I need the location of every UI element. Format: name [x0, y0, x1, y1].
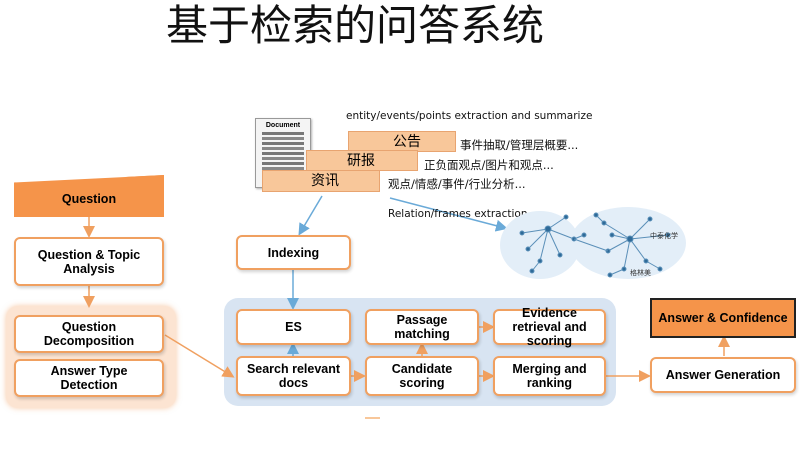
- answer-generation-box: Answer Generation: [650, 357, 796, 393]
- candidate-scoring-box: Candidate scoring: [365, 356, 479, 396]
- relation-extraction-note: Relation/frames extraction: [388, 208, 528, 220]
- answer-type-detection-box: Answer Type Detection: [14, 359, 164, 397]
- indexing-box: Indexing: [236, 235, 351, 270]
- yanbao-desc: 正负面观点/图片和观点...: [424, 158, 554, 172]
- answer-confidence-box: Answer & Confidence: [650, 298, 796, 338]
- merging-ranking-box: Merging and ranking: [493, 356, 606, 396]
- zixun-desc: 观点/情感/事件/行业分析...: [388, 177, 526, 191]
- entity-extraction-note: entity/events/points extraction and summ…: [346, 110, 593, 122]
- passage-matching-box: Passage matching: [365, 309, 479, 345]
- gonggao-desc: 事件抽取/管理层概要...: [460, 138, 579, 152]
- evidence-retrieval-box: Evidence retrieval and scoring: [493, 306, 606, 348]
- knowledge-graph-image: 中泰化学 格林美: [500, 207, 686, 279]
- doc-tag-yanbao: 研报: [306, 150, 418, 171]
- doc-tag-zixun: 资讯: [262, 170, 380, 192]
- question-decomposition-box: Question Decomposition: [14, 315, 164, 353]
- graph-label-1: 格林美: [630, 268, 651, 277]
- document-icon-label: Document: [265, 122, 301, 129]
- doc-tag-gonggao: 公告: [348, 131, 456, 152]
- graph-label-0: 中泰化学: [650, 231, 678, 240]
- question-topic-analysis-box: Question & Topic Analysis: [14, 237, 164, 286]
- page-title: 基于检索的问答系统: [165, 1, 544, 50]
- search-relevant-docs-box: Search relevant docs: [236, 356, 351, 396]
- es-box: ES: [236, 309, 351, 345]
